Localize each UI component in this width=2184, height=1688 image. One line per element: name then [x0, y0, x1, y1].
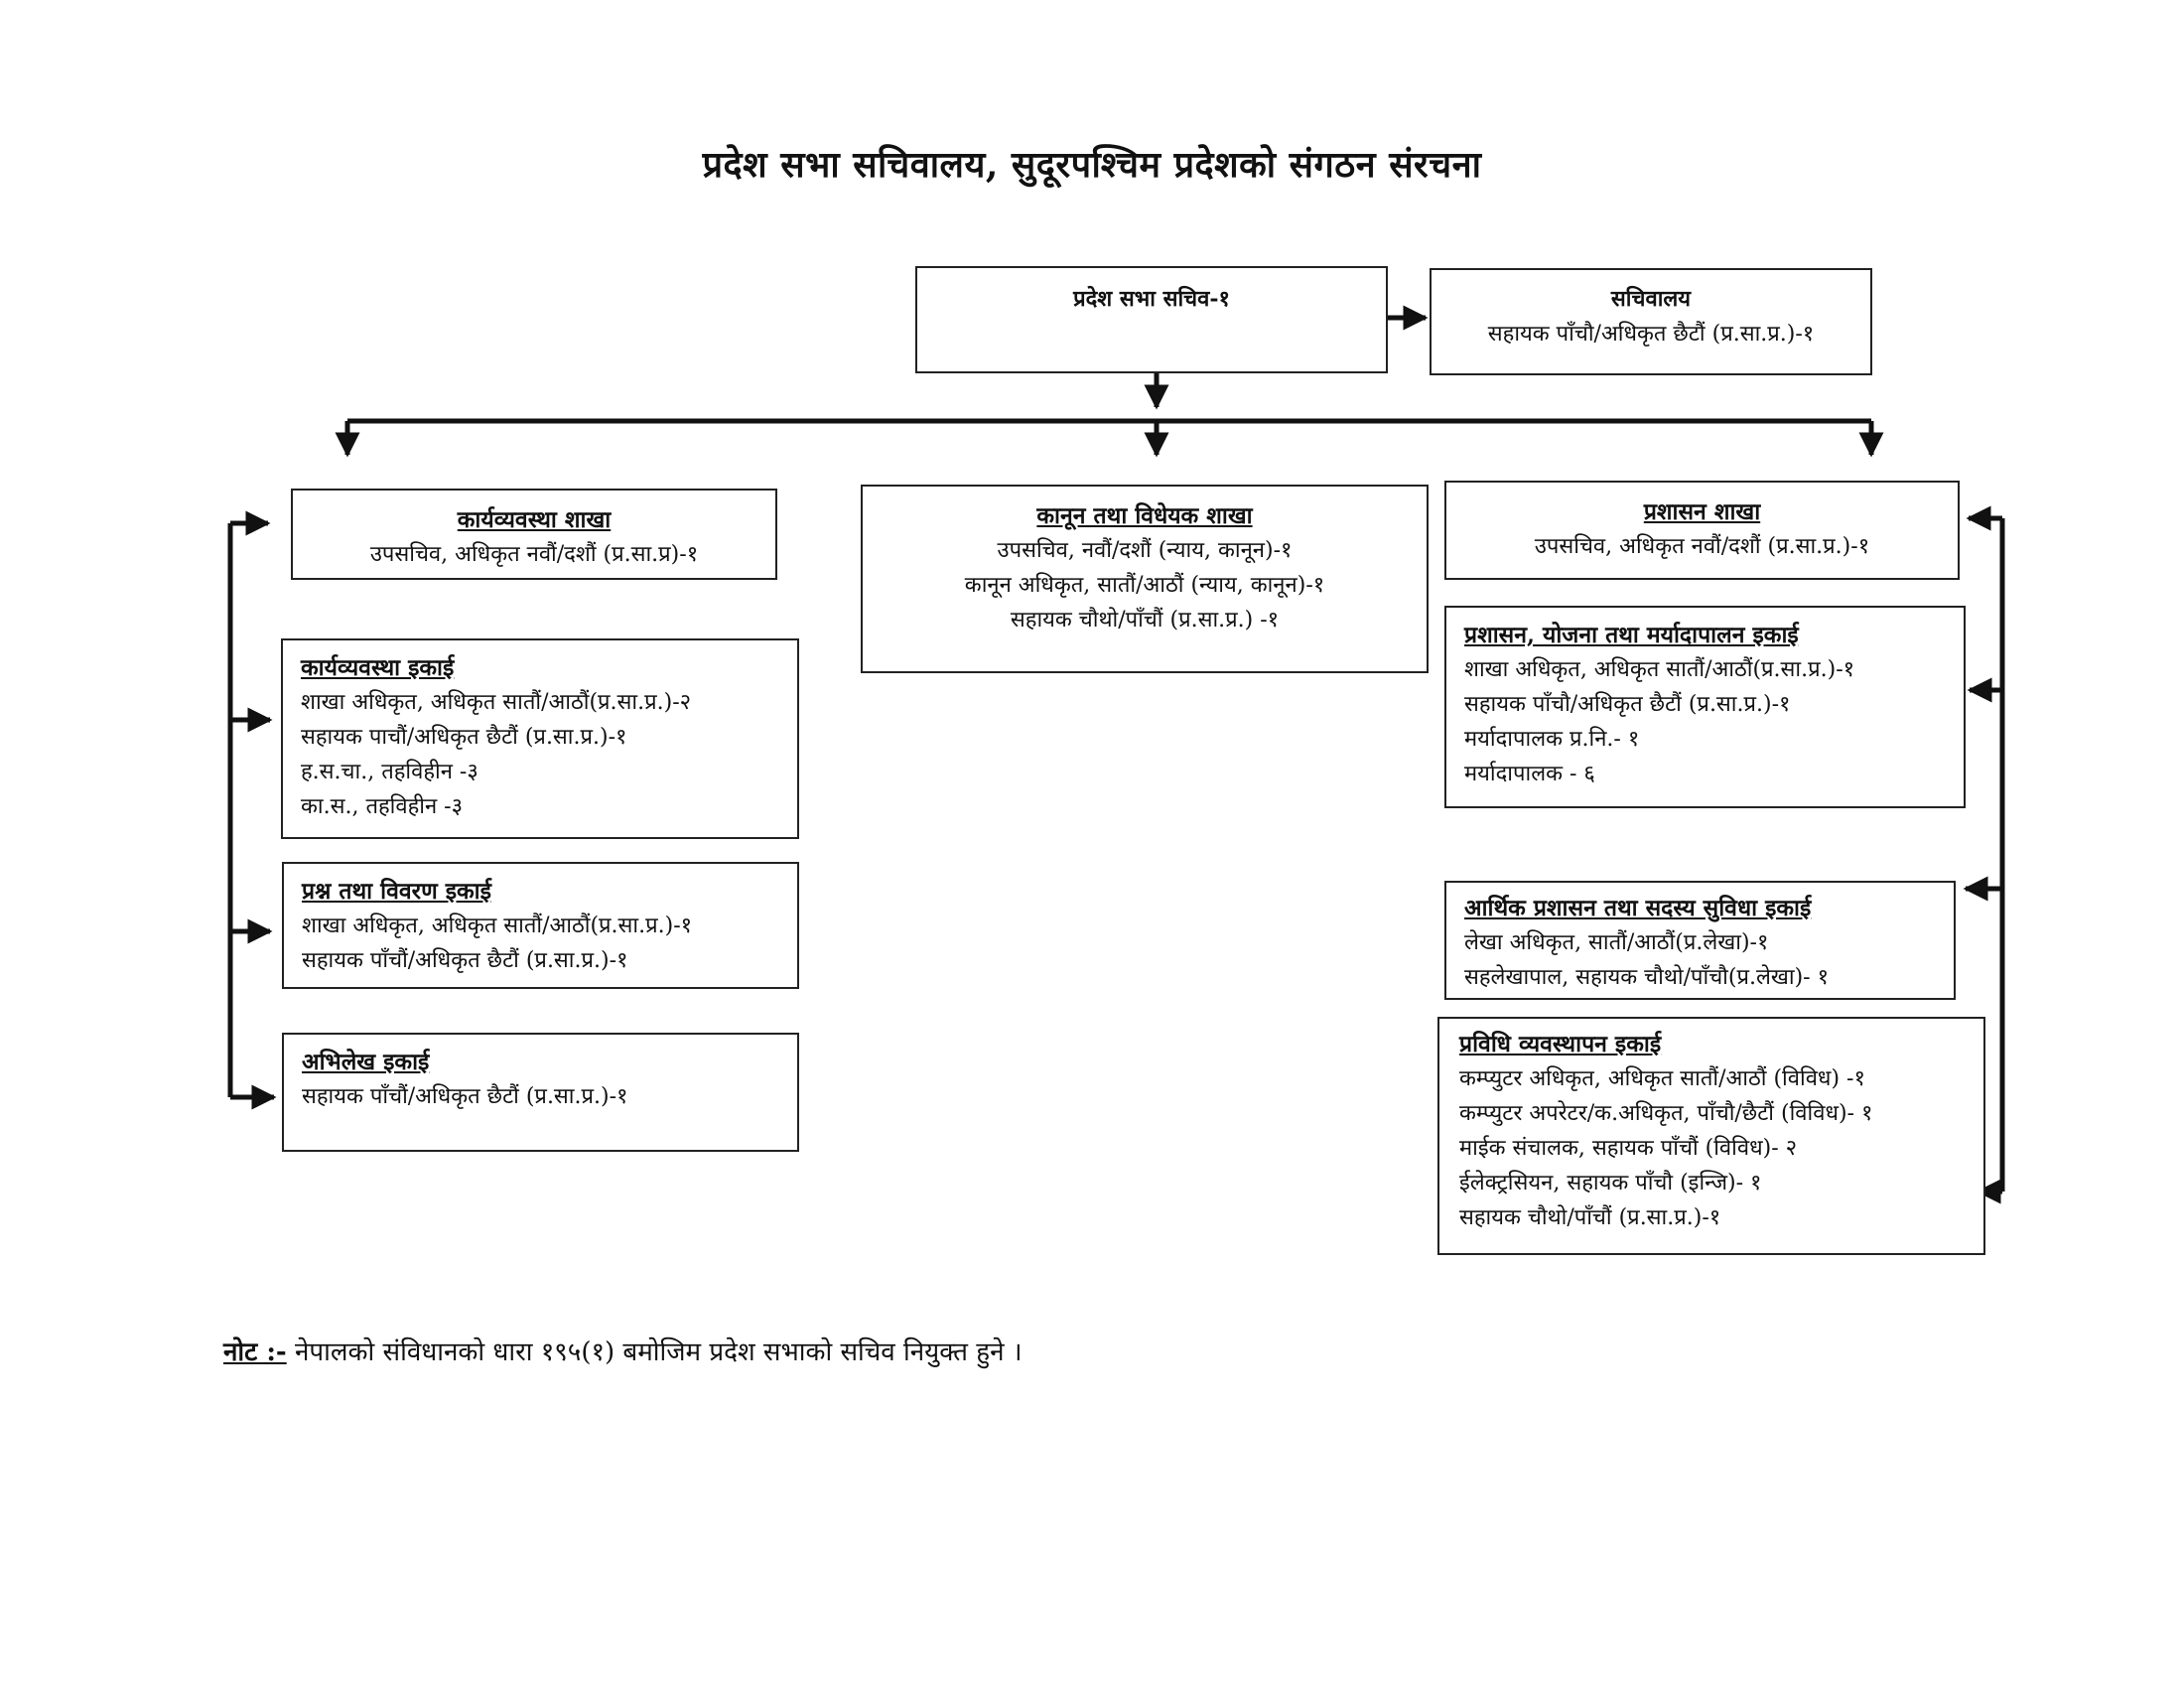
- prashna-unit-box: प्रश्न तथा विवरण इकाई शाखा अधिकृत, अधिकृ…: [282, 862, 799, 989]
- prashasan-unit-box: प्रशासन, योजना तथा मर्यादापालन इकाई शाखा…: [1444, 606, 1966, 808]
- prabidhi-unit-head: प्रविधि व्यवस्थापन इकाई: [1459, 1031, 1662, 1057]
- karyabyabastha-branch-head: कार्यव्यवस्था शाखा: [457, 506, 612, 533]
- prabidhi-unit-box: प्रविधि व्यवस्थापन इकाई कम्प्युटर अधिकृत…: [1437, 1017, 1985, 1255]
- prashasan-branch-head: प्रशासन शाखा: [1643, 498, 1761, 525]
- abhilekh-unit-box: अभिलेख इकाई सहायक पाँचौं/अधिकृत छैटौं (प…: [282, 1033, 799, 1152]
- secretary-box: प्रदेश सभा सचिव-१: [915, 266, 1388, 373]
- karyabyabastha-unit-line: सहायक पाचौं/अधिकृत छैटौं (प्र.सा.प्र.)-१: [301, 725, 627, 750]
- prashasan-unit-line: शाखा अधिकृत, अधिकृत सातौं/आठौं(प्र.सा.प्…: [1464, 657, 1855, 682]
- prashna-unit-line: शाखा अधिकृत, अधिकृत सातौं/आठौं(प्र.सा.प्…: [302, 914, 693, 938]
- karyabyabastha-unit-line: का.स., तहविहीन -३: [301, 794, 464, 819]
- arthik-unit-box: आर्थिक प्रशासन तथा सदस्य सुविधा इकाई लेख…: [1444, 881, 1956, 1000]
- kanun-branch-line: उपसचिव, नवौं/दशौं (न्याय, कानून)-१: [997, 538, 1293, 563]
- karyabyabastha-branch-line: उपसचिव, अधिकृत नवौं/दशौं (प्र.सा.प्र)-१: [369, 542, 699, 567]
- prashasan-unit-line: मर्यादापालक प्र.नि.- १: [1464, 727, 1640, 752]
- prabidhi-unit-line: ईलेक्ट्रसियन, सहायक पाँचौ (इन्जि)- १: [1459, 1171, 1762, 1196]
- footnote-text: नेपालको संविधानको धारा १९५(१) बमोजिम प्र…: [286, 1337, 1023, 1367]
- secretariat-line: सहायक पाँचौ/अधिकृत छैटौं (प्र.सा.प्र.)-१: [1487, 322, 1815, 347]
- abhilekh-unit-line: सहायक पाँचौं/अधिकृत छैटौं (प्र.सा.प्र.)-…: [302, 1084, 628, 1109]
- karyabyabastha-branch-box: कार्यव्यवस्था शाखा उपसचिव, अधिकृत नवौं/द…: [291, 489, 777, 580]
- karyabyabastha-unit-head: कार्यव्यवस्था इकाई: [301, 654, 455, 681]
- karyabyabastha-unit-box: कार्यव्यवस्था इकाई शाखा अधिकृत, अधिकृत स…: [281, 638, 799, 839]
- footnote-label: नोट :-: [223, 1337, 287, 1367]
- prabidhi-unit-line: माईक संचालक, सहायक पाँचौं (विविध)- २: [1459, 1136, 1798, 1161]
- prashasan-unit-head: प्रशासन, योजना तथा मर्यादापालन इकाई: [1464, 622, 1799, 648]
- arthik-unit-head: आर्थिक प्रशासन तथा सदस्य सुविधा इकाई: [1464, 895, 1812, 921]
- kanun-branch-head: कानून तथा विधेयक शाखा: [1036, 502, 1253, 529]
- karyabyabastha-unit-line: ह.स.चा., तहविहीन -३: [301, 760, 478, 784]
- prabidhi-unit-line: कम्प्युटर अपरेटर/क.अधिकृत, पाँचौ/छैटौं (…: [1459, 1101, 1873, 1126]
- prashasan-branch-box: प्रशासन शाखा उपसचिव, अधिकृत नवौं/दशौं (प…: [1444, 481, 1960, 580]
- prabidhi-unit-line: कम्प्युटर अधिकृत, अधिकृत सातौं/आठौं (विव…: [1459, 1066, 1865, 1091]
- karyabyabastha-unit-line: शाखा अधिकृत, अधिकृत सातौं/आठौं(प्र.सा.प्…: [301, 690, 692, 715]
- prabidhi-unit-line: सहायक चौथो/पाँचौं (प्र.सा.प्र.)-१: [1459, 1205, 1721, 1230]
- kanun-branch-line: कानून अधिकृत, सातौं/आठौं (न्याय, कानून)-…: [964, 573, 1325, 598]
- secretary-head: प्रदेश सभा सचिव-१: [1073, 286, 1230, 312]
- abhilekh-unit-head: अभिलेख इकाई: [302, 1049, 430, 1075]
- page-title: प्रदेश सभा सचिवालय, सुदूरपश्चिम प्रदेशको…: [702, 144, 1482, 186]
- arthik-unit-line: लेखा अधिकृत, सातौं/आठौं(प्र.लेखा)-१: [1464, 930, 1769, 955]
- secretariat-box: सचिवालय सहायक पाँचौ/अधिकृत छैटौं (प्र.सा…: [1430, 268, 1872, 375]
- prashna-unit-head: प्रश्न तथा विवरण इकाई: [302, 878, 491, 905]
- prashna-unit-line: सहायक पाँचौं/अधिकृत छैटौं (प्र.सा.प्र.)-…: [302, 948, 628, 973]
- prashasan-unit-line: सहायक पाँचौ/अधिकृत छैटौं (प्र.सा.प्र.)-१: [1464, 692, 1791, 717]
- arthik-unit-line: सहलेखापाल, सहायक चौथो/पाँचौ(प्र.लेखा)- १: [1464, 965, 1830, 990]
- kanun-branch-box: कानून तथा विधेयक शाखा उपसचिव, नवौं/दशौं …: [861, 485, 1429, 673]
- kanun-branch-line: सहायक चौथो/पाँचौं (प्र.सा.प्र.) -१: [1010, 608, 1280, 633]
- secretariat-head: सचिवालय: [1610, 286, 1692, 312]
- footnote: नोट :- नेपालको संविधानको धारा १९५(१) बमो…: [223, 1333, 1023, 1368]
- prashasan-branch-line: उपसचिव, अधिकृत नवौं/दशौं (प्र.सा.प्र.)-१: [1534, 534, 1870, 559]
- prashasan-unit-line: मर्यादापालक - ६: [1464, 762, 1595, 786]
